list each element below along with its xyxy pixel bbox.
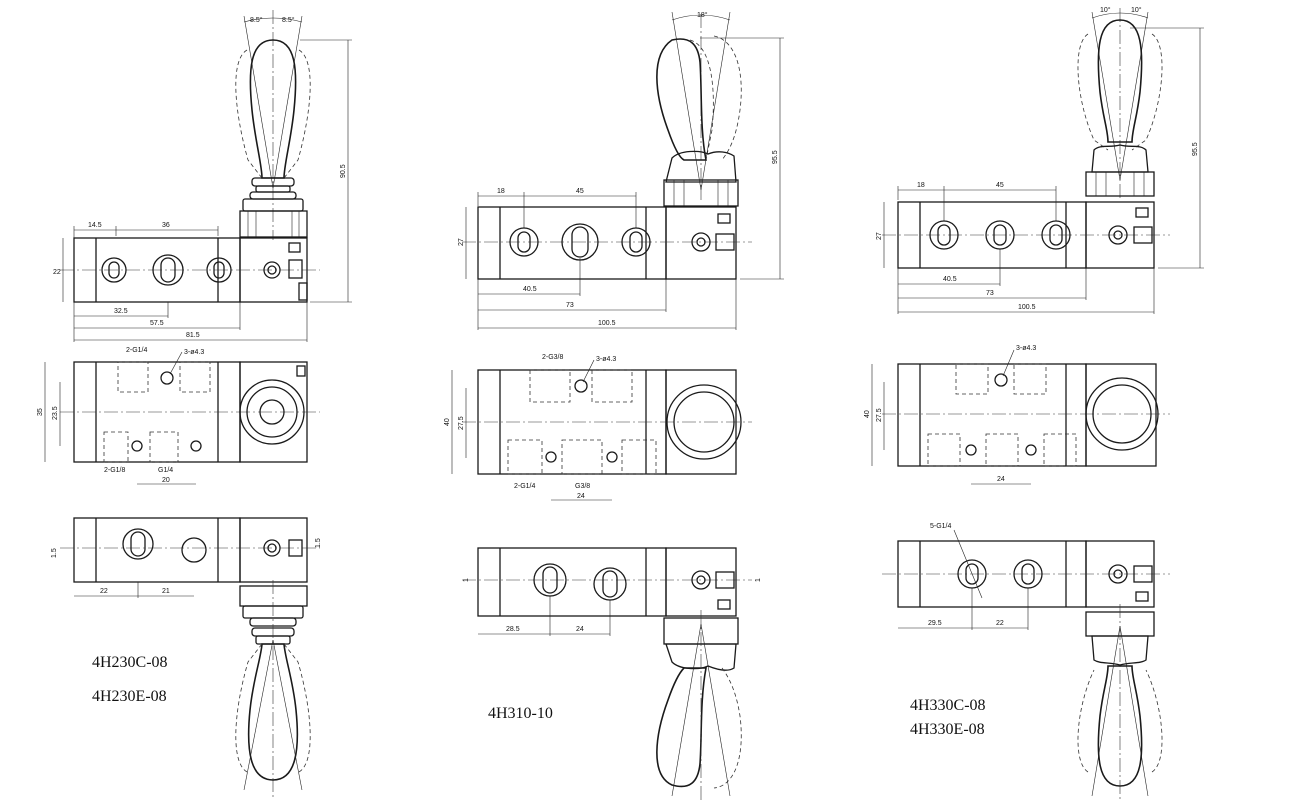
dim-angle-2: 18°	[697, 11, 708, 19]
model-name-1b: 4H230E-08	[92, 688, 167, 705]
dim-hole-2: 3-ø4.3	[596, 356, 616, 363]
dim-body-inner: 23.5	[52, 406, 59, 420]
dim-bottom-b: 21	[162, 588, 170, 595]
dim-top-b-2: 45	[576, 188, 584, 195]
drawing-4h230: 8.5° 8.5° 14.5 36	[37, 10, 352, 800]
dim-port-bot-c: 20	[162, 477, 170, 484]
dim-bot-b: 57.5	[150, 320, 164, 327]
valve-top-view-3: 18 45 27 40.5 73 100.5 95.5	[876, 27, 1204, 314]
dim-hole-3: 3-ø4.3	[1016, 345, 1036, 352]
handle-top-view-1: 8.5° 8.5°	[235, 10, 311, 240]
dim-height-3: 27	[876, 232, 883, 240]
dim-top-a-3: 18	[917, 182, 925, 189]
dim-bot-c-3: 100.5	[1018, 304, 1036, 311]
dim-total-height: 90.5	[340, 164, 347, 178]
dim-body-w: 35	[37, 408, 44, 416]
drawing-4h310: 18° 18 45 27	[444, 11, 784, 800]
dim-top-b: 36	[162, 222, 170, 229]
model-label-4h310: 4H310-10	[488, 705, 553, 722]
model-label-4h330: 4H330C-08 4H330E-08	[910, 697, 986, 738]
dim-hole: 3-ø4.3	[184, 349, 204, 356]
dim-bot-c: 81.5	[186, 332, 200, 339]
dim-port-top-2: 2-G3/8	[542, 354, 564, 361]
dim-total-height-3: 95.5	[1192, 142, 1199, 156]
dim-height-2: 27	[458, 238, 465, 246]
dim-offset-right-2: 1	[755, 578, 762, 582]
dim-height: 22	[53, 269, 61, 276]
dim-body-w-3: 40	[864, 410, 871, 418]
valve-side-view-1: 2-G1/4 3-ø4.3 35 23.5 2-G1/8 G1/4 20	[37, 347, 320, 485]
valve-side-view-2: 2-G3/8 3-ø4.3 40 27.5 2-G1/4 G3/8 24	[444, 354, 752, 501]
dim-top-b-3: 45	[996, 182, 1004, 189]
dim-bottom-a: 22	[100, 588, 108, 595]
dim-port-bot-c-3: 24	[997, 476, 1005, 483]
dim-body-inner-2: 27.5	[458, 416, 465, 430]
dim-body-inner-3: 27.5	[876, 408, 883, 422]
dim-top-a-2: 18	[497, 188, 505, 195]
valve-side-view-3: 3-ø4.3 40 27.5 24	[864, 345, 1170, 485]
dim-body-w-2: 40	[444, 418, 451, 426]
model-name-2: 4H310-10	[488, 705, 553, 722]
model-name-1a: 4H230C-08	[92, 654, 168, 671]
drawing-4h330: 10° 10° 18 45 27	[864, 6, 1204, 800]
dim-port-top: 2-G1/4	[126, 347, 148, 354]
model-name-3b: 4H330E-08	[910, 721, 985, 738]
handle-top-view-2: 18°	[656, 11, 742, 207]
dim-bot-c-2: 100.5	[598, 320, 616, 327]
dim-bot-b-2: 73	[566, 302, 574, 309]
dim-angle-left-3: 10°	[1100, 6, 1111, 14]
dim-bot-a: 32.5	[114, 308, 128, 315]
dim-bottom-a-3: 29.5	[928, 620, 942, 627]
dim-bottom-b-2: 24	[576, 626, 584, 633]
model-label-4h230: 4H230C-08 4H230E-08	[92, 654, 168, 705]
handle-top-view-3: 10° 10°	[1077, 6, 1163, 200]
model-name-3a: 4H330C-08	[910, 697, 986, 714]
dim-total-height-2: 95.5	[772, 150, 779, 164]
dim-top-a: 14.5	[88, 222, 102, 229]
dim-port-bot-a: 2-G1/8	[104, 467, 126, 474]
dim-port-bot-a-2: 2-G1/4	[514, 483, 536, 490]
valve-top-view-2: 18 45 27 40.5 73 100.5 95.5	[458, 37, 784, 330]
dim-bottom-b-3: 22	[996, 620, 1004, 627]
dim-angle-right: 8.5°	[282, 16, 295, 24]
dim-offset-left-2: 1	[463, 578, 470, 582]
dim-port-bot-c-2: 24	[577, 493, 585, 500]
dim-port-bot-b: G1/4	[158, 467, 173, 474]
dim-bottom-a-2: 28.5	[506, 626, 520, 633]
valve-bottom-view-1: 1.5 1.5 22 21	[51, 517, 322, 800]
valve-bottom-view-3: 5-G1/4 29.5 22	[882, 523, 1170, 800]
valve-top-view-1: 14.5 36 22 32.5 57.5 81.5 90.5	[53, 39, 352, 342]
dim-bot-b-3: 73	[986, 290, 994, 297]
dim-bot-a-2: 40.5	[523, 286, 537, 293]
valve-bottom-view-2: 1 1 28.5 24	[462, 547, 762, 800]
dim-port-bot-b-2: G3/8	[575, 483, 590, 490]
dim-port-side-3: 5-G1/4	[930, 523, 952, 530]
dim-angle-right-3: 10°	[1131, 6, 1142, 14]
dim-offset-right: 1.5	[315, 538, 322, 548]
dim-offset-left: 1.5	[51, 548, 58, 558]
dim-bot-a-3: 40.5	[943, 276, 957, 283]
dim-angle-left: 8.5°	[250, 16, 263, 24]
